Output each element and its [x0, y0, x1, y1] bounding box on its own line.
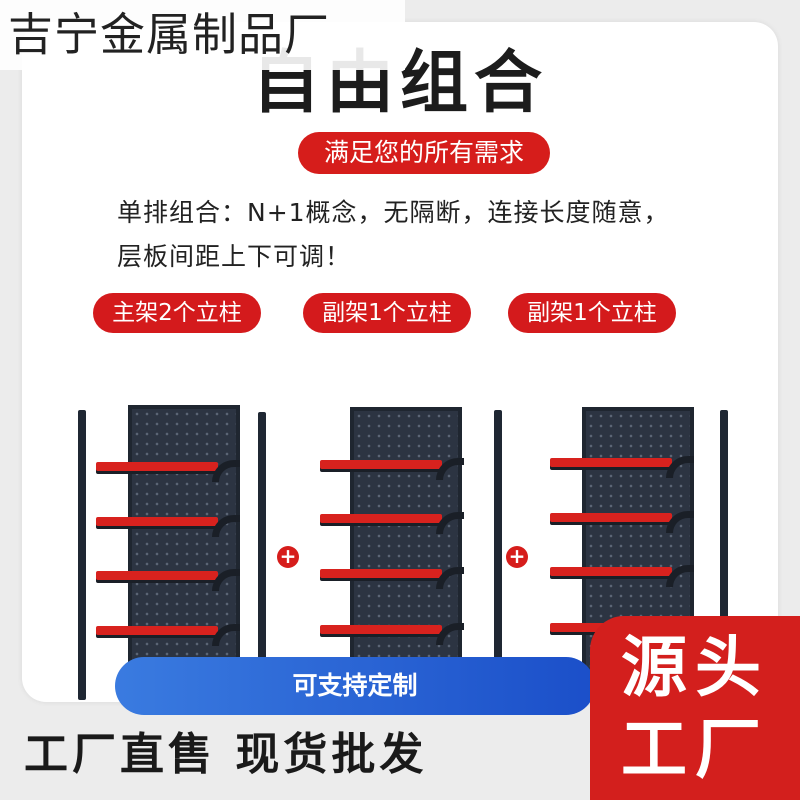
shelf-bracket — [212, 624, 240, 646]
pole — [494, 410, 502, 700]
shelf-bracket — [666, 511, 694, 533]
shelf-bracket — [212, 515, 240, 537]
description-line-2: 层板间距上下可调！ — [117, 242, 352, 271]
shelf-bracket — [212, 569, 240, 591]
pegboard-panel — [128, 405, 240, 700]
shelf-bracket — [666, 565, 694, 587]
shelf-bracket — [212, 460, 240, 482]
shelf-bracket — [436, 567, 464, 589]
pole — [720, 410, 728, 700]
tag-sub-frame-1: 副架1个立柱 — [303, 293, 471, 333]
subtitle-pill: 满足您的所有需求 — [298, 132, 550, 174]
plus-icon: + — [506, 546, 528, 568]
shelf-board — [96, 517, 218, 526]
shelf-board — [550, 513, 672, 522]
shelf-board — [550, 458, 672, 467]
shelf-board — [96, 462, 218, 471]
description-line-1: 单排组合：N+1概念，无隔断，连接长度随意， — [117, 198, 670, 227]
shelf-bracket — [436, 512, 464, 534]
tag-main-frame: 主架2个立柱 — [93, 293, 261, 333]
shelf-bracket — [436, 458, 464, 480]
shop-name: 吉宁金属制品厂 — [0, 0, 405, 70]
pole — [78, 410, 86, 700]
shelf-bracket — [666, 456, 694, 478]
plus-icon: + — [277, 546, 299, 568]
badge-line-1: 源头 — [621, 629, 769, 706]
pole — [258, 412, 266, 702]
badge-line-2: 工厂 — [621, 711, 769, 788]
tag-sub-frame-2: 副架1个立柱 — [508, 293, 676, 333]
factory-direct-text: 工厂直售 现货批发 — [24, 729, 428, 780]
shelf-board — [320, 460, 442, 469]
shelf-board — [550, 567, 672, 576]
source-factory-badge: 源头 工厂 — [590, 616, 800, 800]
pegboard-panel — [350, 407, 462, 700]
shelf-board — [320, 514, 442, 523]
shelf-illustration: + + — [0, 380, 800, 702]
customize-button[interactable]: 可支持定制 — [115, 657, 595, 715]
shelf-board — [96, 571, 218, 580]
shelf-board — [320, 625, 442, 634]
shelf-bracket — [436, 623, 464, 645]
shelf-board — [320, 569, 442, 578]
shelf-board — [96, 626, 218, 635]
